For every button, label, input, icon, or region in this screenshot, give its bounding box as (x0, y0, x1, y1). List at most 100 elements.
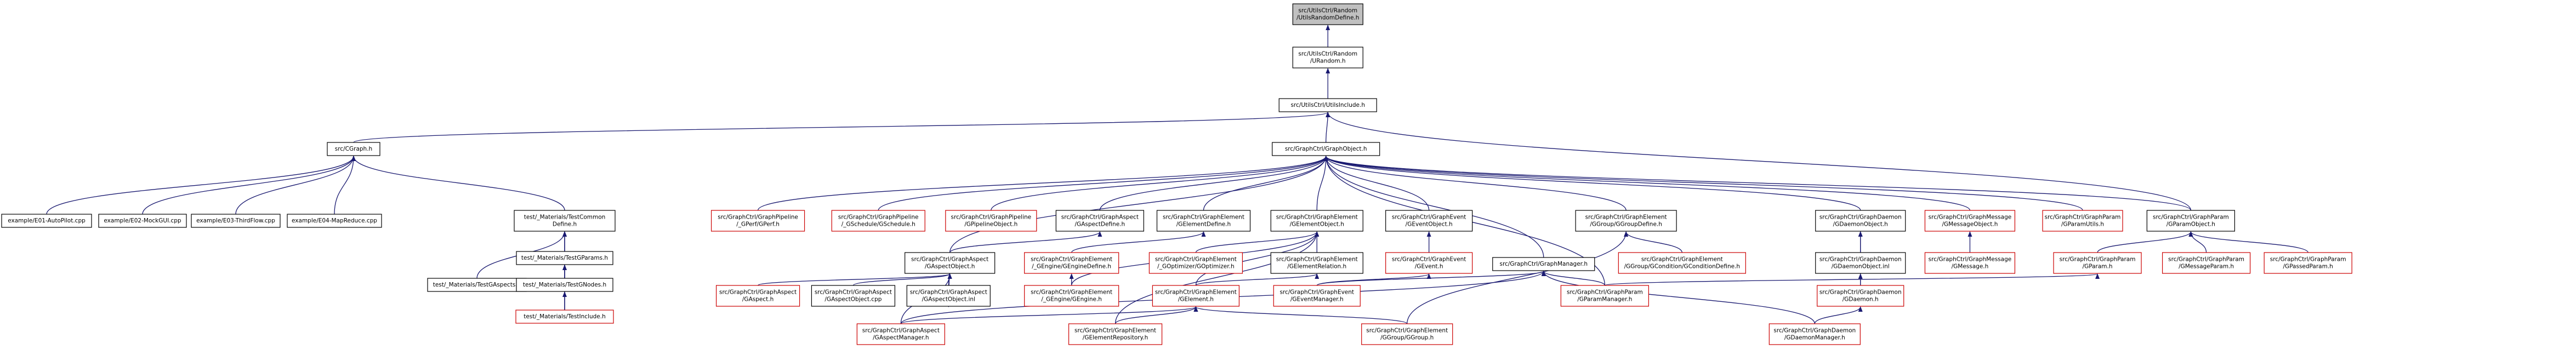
node-ex03[interactable]: example/E03-ThirdFlow.cpp (191, 214, 281, 228)
node-aspect[interactable]: src/GraphCtrl/GraphAspect/GAspect.h (715, 285, 800, 307)
node-testinclude[interactable]: test/_Materials/TestInclude.h (515, 310, 614, 324)
node-group[interactable]: src/GraphCtrl/GraphElement/GGroup/GGroup… (1361, 323, 1453, 345)
node-randomdefine[interactable]: src/UtilsCtrl/Random/UtilsRandomDefine.h (1292, 3, 1363, 25)
node-aspectobject-label-line-0: src/GraphCtrl/GraphAspect (911, 256, 988, 263)
node-aspectobject[interactable]: src/GraphCtrl/GraphAspect/GAspectObject.… (905, 252, 996, 274)
edge-aspect-to-aspectobject (757, 273, 952, 286)
node-daemonobjectinl[interactable]: src/GraphCtrl/GraphDaemon/GDaemonObject.… (1815, 252, 1906, 274)
edge-graphobject-to-utilsinclude (1326, 112, 1330, 143)
node-cgraph[interactable]: src/CGraph.h (327, 142, 380, 156)
node-schedule-label-line-0: src/GraphCtrl/GraphPipeline (838, 214, 919, 221)
node-daemon-label-line-1: /GDaemon.h (1843, 296, 1879, 303)
node-elementobject[interactable]: src/GraphCtrl/GraphElement/GElementObjec… (1270, 210, 1363, 232)
node-message[interactable]: src/GraphCtrl/GraphMessage/GMessage.h (1924, 252, 2016, 274)
node-message-label-line-0: src/GraphCtrl/GraphMessage (1929, 256, 2012, 263)
node-daemonmanager-box (1768, 323, 1861, 345)
nodes-layer: src/UtilsCtrl/Random/UtilsRandomDefine.h… (1, 3, 2352, 345)
node-testgparams[interactable]: test/_Materials/TestGParams.h (516, 251, 613, 265)
node-randomdefine-label-line-0: src/UtilsCtrl/Random (1298, 8, 1357, 14)
edge-elementrepository-to-elementobject (1114, 231, 1320, 324)
node-aspectobjectcpp-box (811, 285, 896, 307)
node-random[interactable]: src/UtilsCtrl/Random/URandom.h (1292, 47, 1363, 68)
node-ex01[interactable]: example/E01-AutoPilot.cpp (1, 214, 92, 228)
node-random-box (1292, 47, 1363, 68)
node-message-box (1924, 252, 2016, 274)
node-testgnodes[interactable]: test/_Materials/TestGNodes.h (516, 278, 613, 292)
node-elementrelation[interactable]: src/GraphCtrl/GraphElement/GElementRelat… (1270, 252, 1363, 274)
edge-messageparam-to-paramobject (2188, 231, 2207, 253)
node-aspectdefine[interactable]: src/GraphCtrl/GraphAspect/GAspectDefine.… (1055, 210, 1144, 232)
node-ex01-box (1, 214, 92, 228)
edge-ex04-to-cgraph (334, 156, 356, 215)
node-ex04-box (287, 214, 382, 228)
node-eventobject[interactable]: src/GraphCtrl/GraphEvent/GEventObject.h (1385, 210, 1473, 232)
edge-elementrepository-to-element (1114, 306, 1198, 324)
node-optimizer[interactable]: src/GraphCtrl/GraphElement/_GOptimizer/G… (1148, 252, 1243, 274)
node-paramutils-label-line-1: /GParamUtils.h (2061, 221, 2104, 228)
node-elementrepository[interactable]: src/GraphCtrl/GraphElement/GElementRepos… (1068, 323, 1163, 345)
node-graphobject[interactable]: src/GraphCtrl/GraphObject.h (1272, 142, 1380, 156)
node-parammanager-label-line-1: /GParamManager.h (1577, 296, 1632, 303)
node-passedparam[interactable]: src/GraphCtrl/GraphParam/GPassedParam.h (2264, 252, 2352, 274)
edge-daemonobject-to-graphobject (1323, 156, 1861, 211)
node-aspectmanager[interactable]: src/GraphCtrl/GraphAspect/GAspectManager… (856, 323, 945, 345)
node-ex01-label-line-0: example/E01-AutoPilot.cpp (8, 217, 86, 224)
node-graphmanager[interactable]: src/GraphCtrl/GraphManager.h (1492, 257, 1595, 271)
node-optimizer-label-line-1: /_GOptimizer/GOptimizer.h (1157, 264, 1234, 270)
node-graphobject-label-line-0: src/GraphCtrl/GraphObject.h (1285, 146, 1367, 152)
node-engine-label-line-1: /_GEngine/GEngine.h (1041, 296, 1102, 303)
node-testgnodes-box (516, 278, 613, 292)
node-aspectdefine-label-line-0: src/GraphCtrl/GraphAspect (1061, 214, 1139, 221)
node-parammanager[interactable]: src/GraphCtrl/GraphParam/GParamManager.h (1560, 285, 1649, 307)
node-param-label-line-1: /GParam.h (2083, 264, 2113, 270)
node-messageobject-label-line-1: /GMessageObject.h (1942, 221, 1998, 228)
node-paramobject[interactable]: src/GraphCtrl/GraphParam/GParamObject.h (2146, 210, 2235, 232)
node-paramobject-box (2146, 210, 2235, 232)
node-group-box (1361, 323, 1453, 345)
node-daemonmanager[interactable]: src/GraphCtrl/GraphDaemon/GDaemonManager… (1768, 323, 1861, 345)
node-aspectmanager-box (856, 323, 945, 345)
node-utilsinclude[interactable]: src/UtilsCtrl/UtilsInclude.h (1278, 98, 1377, 112)
node-ex04[interactable]: example/E04-MapReduce.cpp (287, 214, 382, 228)
node-paramutils[interactable]: src/GraphCtrl/GraphParam/GParamUtils.h (2042, 210, 2123, 232)
node-engine-box (1024, 285, 1119, 307)
node-engine[interactable]: src/GraphCtrl/GraphElement/_GEngine/GEng… (1024, 285, 1119, 307)
node-aspectobjectinl[interactable]: src/GraphCtrl/GraphAspect/GAspectObject.… (906, 285, 991, 307)
edge-schedule-to-graphobject (878, 156, 1328, 211)
node-schedule[interactable]: src/GraphCtrl/GraphPipeline/_GSchedule/G… (831, 210, 925, 232)
node-pipelineobject-label-line-1: /GPipelineObject.h (964, 221, 1017, 228)
node-graphmanager-box (1492, 257, 1595, 271)
node-enginedefine[interactable]: src/GraphCtrl/GraphElement/_GEngine/GEng… (1024, 252, 1119, 274)
node-parammanager-label-line-0: src/GraphCtrl/GraphParam (1567, 289, 1643, 296)
node-daemon[interactable]: src/GraphCtrl/GraphDaemon/GDaemon.h (1817, 285, 1904, 307)
node-testaspects[interactable]: test/_Materials/TestGAspects.h (427, 278, 527, 292)
node-groupdefine[interactable]: src/GraphCtrl/GraphElement/GGroup/GGroup… (1575, 210, 1677, 232)
node-element-label-line-0: src/GraphCtrl/GraphElement (1155, 289, 1237, 296)
edge-elementobject-to-graphobject (1316, 156, 1328, 211)
edge-groupdefine-to-graphobject (1323, 156, 1627, 211)
node-element[interactable]: src/GraphCtrl/GraphElement/GElement.h (1152, 285, 1239, 307)
edge-aspectobject-to-graphobject (949, 156, 1328, 253)
node-elementdefine[interactable]: src/GraphCtrl/GraphElement/GElementDefin… (1156, 210, 1251, 232)
node-elementdefine-box (1156, 210, 1251, 232)
node-eventobject-label-line-1: /GEventObject.h (1406, 221, 1453, 228)
node-conditiondefine[interactable]: src/GraphCtrl/GraphElement/GGroup/GCondi… (1618, 252, 1746, 274)
node-testcommondefine-box (514, 210, 616, 232)
node-ex02[interactable]: example/E02-MockGUI.cpp (98, 214, 187, 228)
node-aspectdefine-label-line-1: /GAspectDefine.h (1075, 221, 1125, 228)
node-eventmanager[interactable]: src/GraphCtrl/GraphEvent/GEventManager.h (1273, 285, 1361, 307)
node-eventmanager-box (1273, 285, 1361, 307)
node-perf[interactable]: src/GraphCtrl/GraphPipeline/_GPerf/GPerf… (710, 210, 805, 232)
node-message-label-line-1: /GMessage.h (1952, 264, 1989, 270)
node-testgparams-box (516, 251, 613, 265)
node-event[interactable]: src/GraphCtrl/GraphEvent/GEvent.h (1385, 252, 1473, 274)
node-pipelineobject[interactable]: src/GraphCtrl/GraphPipeline/GPipelineObj… (945, 210, 1037, 232)
node-messageobject[interactable]: src/GraphCtrl/GraphMessage/GMessageObjec… (1924, 210, 2016, 232)
node-messageparam[interactable]: src/GraphCtrl/GraphParam/GMessageParam.h (2162, 252, 2251, 274)
edge-group-to-element (1193, 306, 1408, 324)
node-daemonobject[interactable]: src/GraphCtrl/GraphDaemon/GDaemonObject.… (1815, 210, 1906, 232)
node-param[interactable]: src/GraphCtrl/GraphParam/GParam.h (2053, 252, 2142, 274)
node-event-box (1385, 252, 1473, 274)
node-aspectobjectcpp[interactable]: src/GraphCtrl/GraphAspect/GAspectObject.… (811, 285, 896, 307)
